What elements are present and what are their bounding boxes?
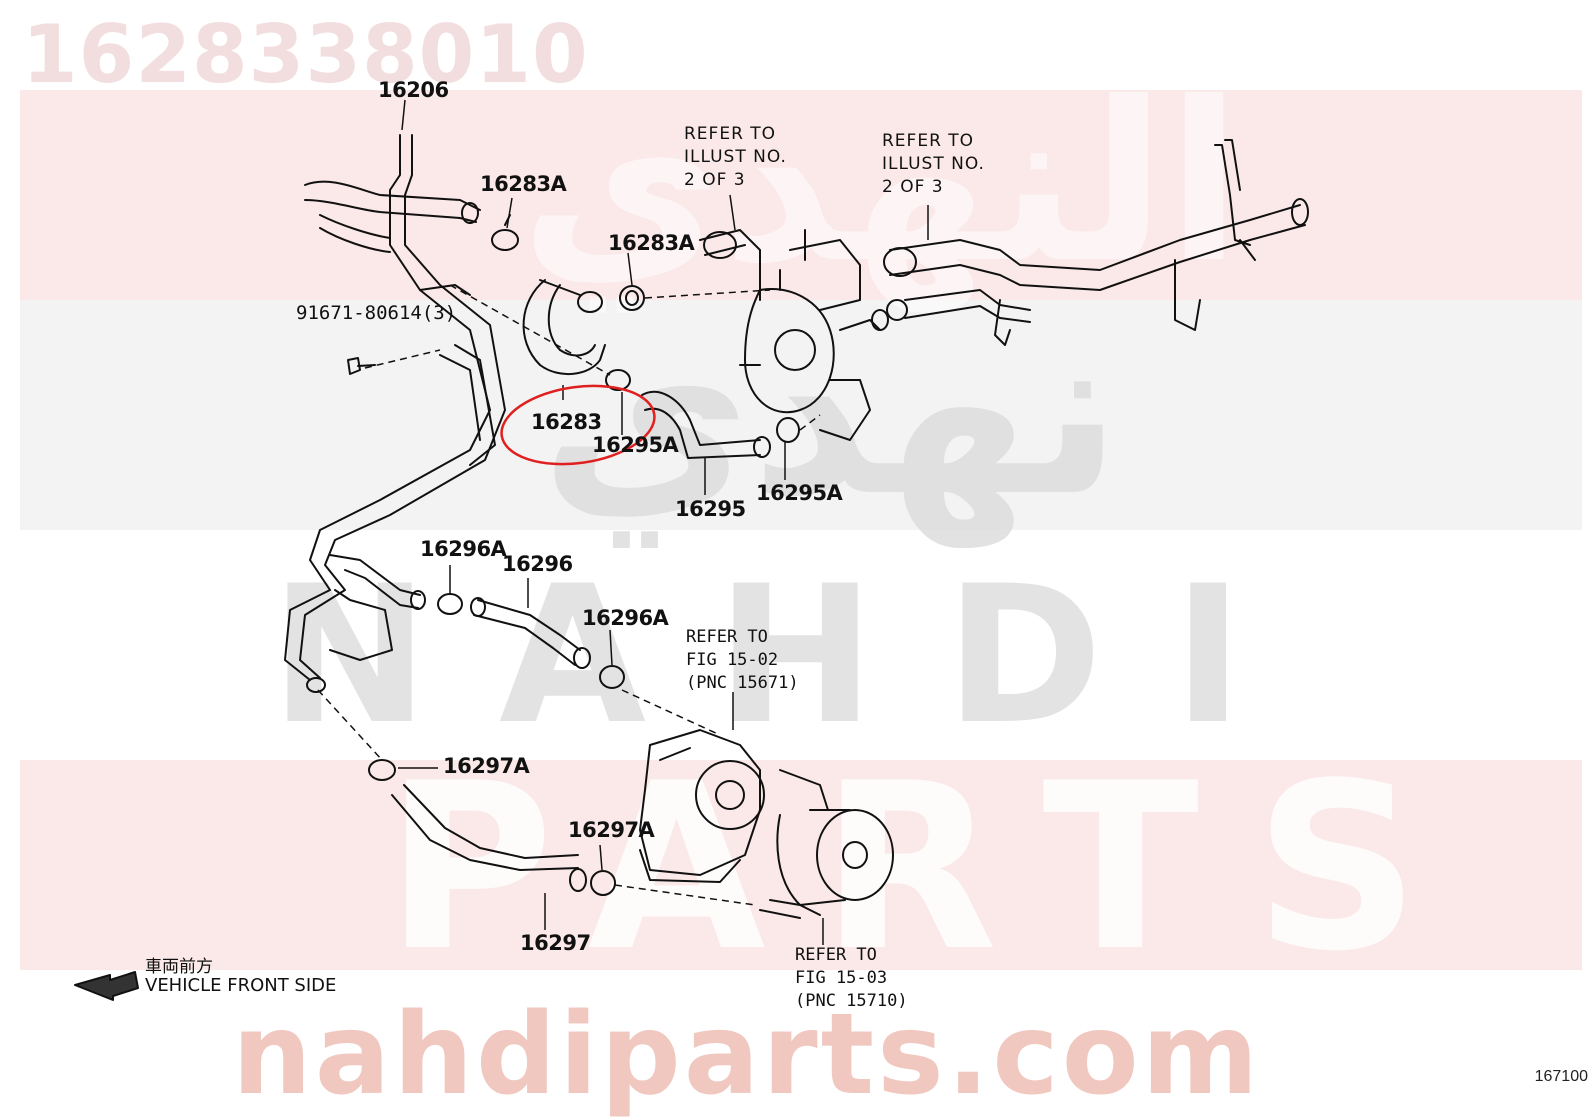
watermark-band-top bbox=[20, 90, 1582, 300]
callout-16297A-bottom[interactable]: 16297A bbox=[568, 818, 655, 842]
part-number-heading: 1628338010 bbox=[22, 8, 589, 101]
dashed-guides bbox=[317, 284, 821, 906]
hose-16283 bbox=[522, 279, 606, 376]
watermark-band-lower bbox=[20, 540, 1582, 755]
bolt-91671 bbox=[347, 357, 376, 375]
callout-16283A-mid[interactable]: 16283A bbox=[608, 231, 695, 255]
watermark-band-middle bbox=[20, 300, 1582, 530]
clamp-16295A-right bbox=[776, 417, 800, 443]
callout-16296A-right[interactable]: 16296A bbox=[582, 606, 669, 630]
callout-16296A-left[interactable]: 16296A bbox=[420, 537, 507, 561]
highlight-circle-16283 bbox=[500, 384, 656, 466]
callout-16297A-top[interactable]: 16297A bbox=[443, 754, 530, 778]
vehicle-front-label-japanese: 車両前方 bbox=[145, 957, 213, 977]
clamp-16295A-left bbox=[605, 369, 631, 391]
clamp-16296A-left bbox=[437, 593, 463, 615]
callout-16283A-top[interactable]: 16283A bbox=[480, 172, 567, 196]
callout-16206[interactable]: 16206 bbox=[378, 78, 449, 102]
clamp-16283A-mid bbox=[619, 285, 645, 311]
refer-note-fig-15-03: REFER TO FIG 15-03 (PNC 15710) bbox=[795, 945, 908, 1011]
callout-91671-bolt[interactable]: 91671-80614(3) bbox=[296, 302, 457, 324]
refer-note-illust-left: REFER TO ILLUST NO. 2 OF 3 bbox=[684, 124, 787, 190]
callout-16295A-right[interactable]: 16295A bbox=[756, 481, 843, 505]
clamp-16297A-top bbox=[368, 759, 396, 781]
leader-lines bbox=[398, 99, 929, 945]
water-pipe-assembly bbox=[284, 134, 506, 693]
hose-16296 bbox=[470, 597, 591, 669]
diagram-code: 167100 bbox=[1534, 1068, 1588, 1085]
vehicle-front-arrow bbox=[74, 971, 139, 1001]
callout-16283[interactable]: 16283 bbox=[531, 410, 602, 434]
hose-16297 bbox=[391, 784, 587, 892]
clamp-16296A-right bbox=[599, 665, 625, 689]
clamp-16283A-top bbox=[491, 214, 519, 251]
callout-16296[interactable]: 16296 bbox=[502, 552, 573, 576]
oil-filter-bracket bbox=[639, 729, 765, 883]
water-outlet-housing bbox=[699, 229, 889, 441]
callout-16295A-left[interactable]: 16295A bbox=[592, 433, 679, 457]
callout-16295[interactable]: 16295 bbox=[675, 497, 746, 521]
watermark-site-url: nahdiparts.com bbox=[232, 990, 1262, 1120]
callout-16297[interactable]: 16297 bbox=[520, 931, 591, 955]
hose-16295 bbox=[641, 390, 771, 459]
refer-note-illust-right: REFER TO ILLUST NO. 2 OF 3 bbox=[882, 131, 985, 197]
refer-note-fig-15-02: REFER TO FIG 15-02 (PNC 15671) bbox=[686, 627, 799, 693]
clamp-16297A-bottom bbox=[590, 870, 616, 896]
oil-filter bbox=[759, 769, 894, 919]
watermark-band-bottom bbox=[20, 760, 1582, 970]
vehicle-front-label-english: VEHICLE FRONT SIDE bbox=[145, 975, 337, 996]
water-inlet-pipe bbox=[883, 139, 1309, 346]
